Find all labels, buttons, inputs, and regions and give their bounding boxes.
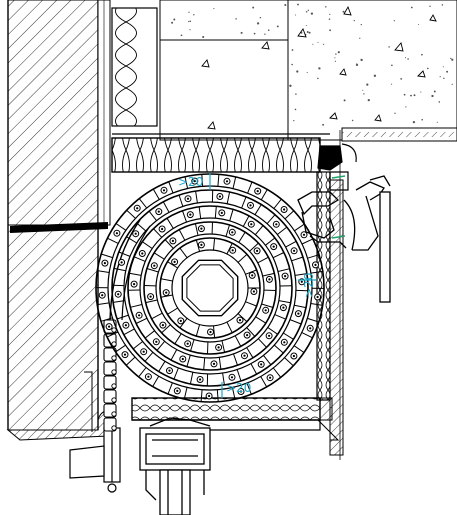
dimension-label-side: >20	[302, 273, 316, 298]
box-cover-lid	[317, 143, 357, 191]
outer-wall	[7, 0, 99, 431]
dimension-side: >20	[298, 273, 316, 298]
bracket-highlight	[331, 175, 346, 239]
ceiling-plaster	[341, 127, 457, 142]
box-top-insulation	[111, 133, 330, 173]
dimension-label-top: >20	[178, 175, 203, 189]
box-floor-insulation	[131, 397, 340, 441]
dimension-top: >20	[178, 173, 211, 190]
lintel-insulation	[111, 7, 158, 127]
concrete-aggregate	[171, 3, 454, 126]
box-side-wall	[316, 130, 344, 460]
dimension-label-bottom: >20	[226, 381, 251, 395]
window-frame	[139, 417, 211, 515]
dimension-bottom: >20	[221, 381, 251, 398]
shutter-bracket	[297, 175, 391, 303]
render-strip	[10, 0, 111, 233]
shutter-coil	[95, 173, 325, 403]
roller-shaft	[181, 259, 239, 317]
